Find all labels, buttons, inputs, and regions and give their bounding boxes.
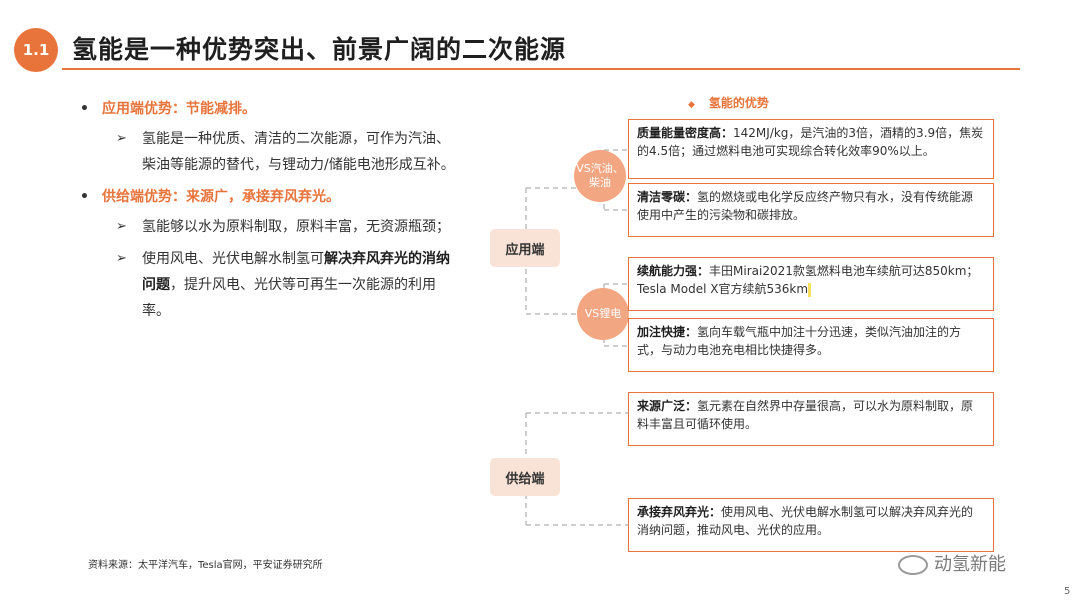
box4-text: 氢向车载气瓶中加注十分迅速，类似汽油加注的方式，与动力电池充电相比快捷得多。 bbox=[637, 325, 962, 357]
wechat-icon bbox=[898, 555, 928, 575]
box1-title: 质量能量密度高： bbox=[637, 126, 734, 140]
bullet-application: 应用端优势：节能减排。 bbox=[80, 96, 460, 122]
arrow-icon: ➢ bbox=[116, 131, 127, 146]
text-cursor-highlight bbox=[808, 282, 812, 297]
advantage-box-curtailment: 承接弃风弃光：使用风电、光伏电解水制氢可以解决弃风弃光的消纳问题，推动风电、光伏… bbox=[628, 498, 994, 552]
box3-text: 丰田Mirai2021款氢燃料电池车续航可达850km；Tesla Model … bbox=[637, 264, 979, 296]
advantage-box-clean: 清洁零碳：氢的燃烧或电化学反应终产物只有水，没有传统能源使用中产生的污染物和碳排… bbox=[628, 183, 994, 237]
app-side-node: 应用端 bbox=[490, 229, 560, 267]
box2-title: 清洁零碳： bbox=[637, 190, 698, 204]
sub-supply-2: ➢ 使用风电、光伏电解水制氢可解决弃风弃光的消纳问题，提升风电、光伏等可再生一次… bbox=[80, 246, 460, 324]
arrow-icon: ➢ bbox=[116, 219, 127, 234]
sub-supply-1: ➢ 氢能够以水为原料制取，原料丰富，无资源瓶颈； bbox=[80, 214, 460, 240]
left-column: 应用端优势：节能减排。 ➢ 氢能是一种优质、清洁的二次能源，可作为汽油、柴油等能… bbox=[80, 96, 460, 330]
sub-supply-2-pre: 使用风电、光伏电解水制氢可 bbox=[142, 251, 324, 267]
box2-text: 氢的燃烧或电化学反应终产物只有水，没有传统能源使用中产生的污染物和碳排放。 bbox=[637, 190, 974, 222]
box4-title: 加注快捷： bbox=[637, 325, 698, 339]
box5-title: 来源广泛： bbox=[637, 399, 698, 413]
box3-title: 续航能力强： bbox=[637, 264, 710, 278]
advantage-box-energy-density: 质量能量密度高：142MJ/kg，是汽油的3倍，酒精的3.9倍，焦炭的4.5倍；… bbox=[628, 119, 994, 179]
watermark-text: 动氢新能 bbox=[934, 554, 1006, 575]
diamond-icon: ◆ bbox=[688, 100, 695, 110]
arrow-icon: ➢ bbox=[116, 251, 127, 266]
box6-title: 承接弃风弃光： bbox=[637, 505, 722, 519]
sub-supply-1-text: 氢能够以水为原料制取，原料丰富，无资源瓶颈； bbox=[142, 219, 450, 235]
sub-supply-2-bold: 解决弃风弃光的消纳问题 bbox=[142, 251, 450, 293]
vs-li-node: VS锂电 bbox=[577, 288, 629, 340]
sub-application: ➢ 氢能是一种优质、清洁的二次能源，可作为汽油、柴油等能源的替代，与锂动力/储能… bbox=[80, 126, 460, 178]
box5-text: 氢元素在自然界中存量很高，可以水为原料制取，原料丰富且可循环使用。 bbox=[637, 399, 974, 431]
advantage-box-source: 来源广泛：氢元素在自然界中存量很高，可以水为原料制取，原料丰富且可循环使用。 bbox=[628, 392, 994, 446]
section-badge: 1.1 bbox=[14, 28, 58, 72]
advantages-heading-text: 氢能的优势 bbox=[708, 96, 769, 110]
sub-application-text: 氢能是一种优质、清洁的二次能源，可作为汽油、柴油等能源的替代，与锂动力/储能电池… bbox=[142, 131, 455, 173]
watermark: 动氢新能 bbox=[898, 550, 1006, 576]
bullet-supply: 供给端优势：来源广，承接弃风弃光。 bbox=[80, 184, 460, 210]
page-title: 氢能是一种优势突出、前景广阔的二次能源 bbox=[72, 35, 567, 64]
page-number: 5 bbox=[1064, 586, 1071, 597]
advantage-box-refuel: 加注快捷：氢向车载气瓶中加注十分迅速，类似汽油加注的方式，与动力电池充电相比快捷… bbox=[628, 318, 994, 372]
supply-side-node: 供给端 bbox=[490, 458, 560, 496]
advantage-box-range: 续航能力强：丰田Mirai2021款氢燃料电池车续航可达850km；Tesla … bbox=[628, 257, 994, 311]
title-divider bbox=[62, 68, 1020, 70]
box6-text: 使用风电、光伏电解水制氢可以解决弃风弃光的消纳问题，推动风电、光伏的应用。 bbox=[637, 505, 974, 537]
source-note: 资料来源：太平洋汽车，Tesla官网，平安证券研究所 bbox=[88, 560, 323, 571]
box1-text: 142MJ/kg，是汽油的3倍，酒精的3.9倍，焦炭的4.5倍；通过燃料电池可实… bbox=[637, 126, 984, 158]
advantages-heading: ◆ 氢能的优势 bbox=[688, 94, 769, 111]
vs-fuel-node: VS汽油、柴油 bbox=[574, 150, 626, 202]
sub-supply-2-post: ，提升风电、光伏等可再生一次能源的利用率。 bbox=[142, 277, 436, 319]
